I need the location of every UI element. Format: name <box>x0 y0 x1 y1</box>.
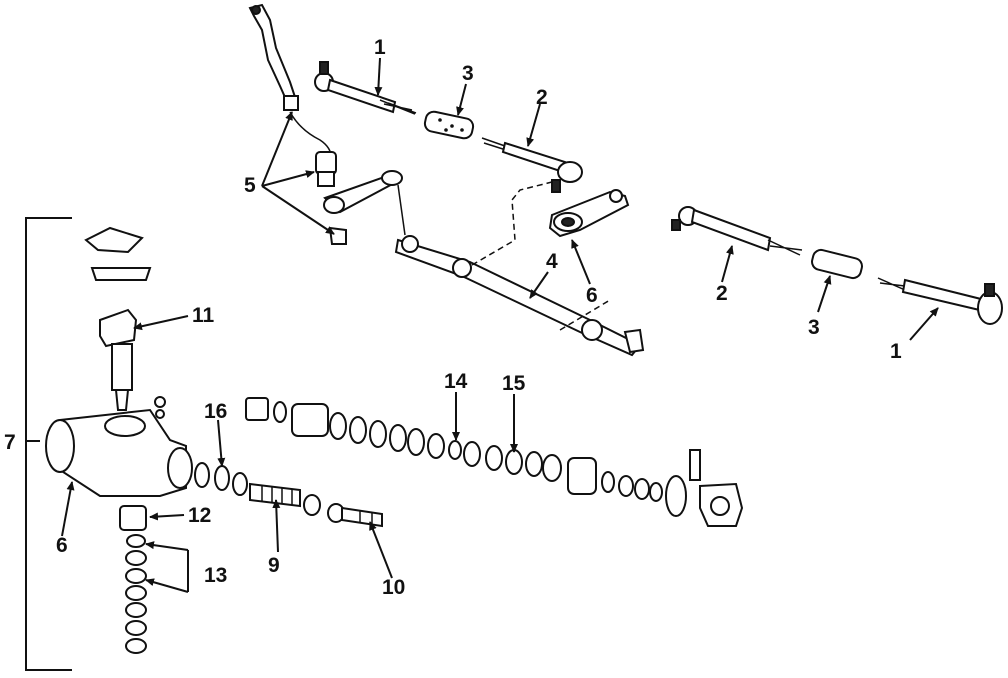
callout-3-left: 3 <box>462 62 474 85</box>
leader-lines <box>61 57 939 593</box>
callout-11: 11 <box>192 304 215 327</box>
group-bracket-7 <box>25 217 72 671</box>
callout-3-right: 3 <box>808 316 820 339</box>
callout-2-left: 2 <box>536 86 548 109</box>
relay-rod-assembly <box>315 151 645 357</box>
callout-5: 5 <box>244 174 256 197</box>
idler-arm <box>548 189 630 238</box>
callout-10: 10 <box>382 576 405 599</box>
piston-seal-stack <box>245 397 744 527</box>
callout-15: 15 <box>502 372 526 395</box>
tie-rod-left <box>314 61 583 193</box>
callout-9: 9 <box>268 554 280 577</box>
callout-13: 13 <box>204 564 227 587</box>
tie-rod-right <box>671 206 1003 325</box>
callout-14: 14 <box>444 370 468 393</box>
worm-shaft <box>194 462 383 528</box>
callout-16: 16 <box>204 400 227 423</box>
callout-6-housing: 6 <box>56 534 68 557</box>
callout-2-right: 2 <box>716 282 728 305</box>
callout-1-left: 1 <box>374 36 386 59</box>
callout-12: 12 <box>188 504 211 527</box>
callout-4: 4 <box>546 250 558 273</box>
callout-6-idler: 6 <box>586 284 598 307</box>
callout-1-right: 1 <box>890 340 902 363</box>
callout-7: 7 <box>4 431 16 454</box>
steering-gear-housing <box>45 226 193 654</box>
